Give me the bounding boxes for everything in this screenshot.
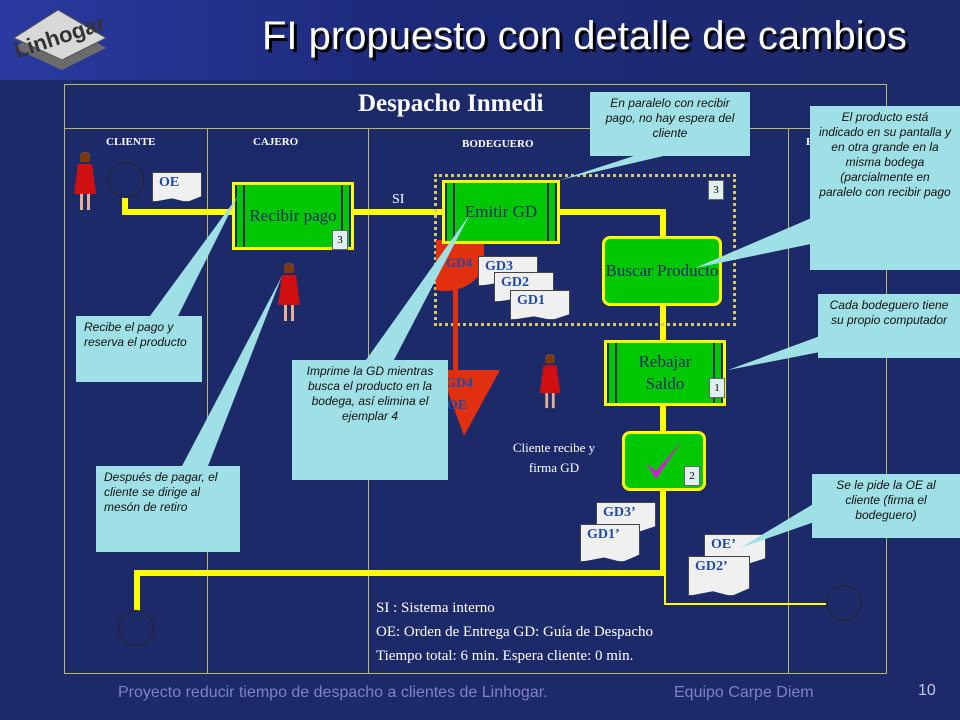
flow-line-right-connector bbox=[664, 576, 666, 605]
end-event-circle-right bbox=[826, 585, 862, 621]
callout-paralelo: En paralelo con recibir pago, no hay esp… bbox=[590, 92, 750, 156]
step-emitir-gd: Emitir GD bbox=[442, 180, 560, 244]
lane-cliente: CLIENTE bbox=[106, 136, 156, 148]
doc-gd4: GD4 bbox=[446, 255, 472, 270]
flow-line-down-1 bbox=[660, 209, 666, 239]
step-buscar-producto: Buscar Producto bbox=[602, 236, 722, 306]
parallel-group-outline bbox=[434, 174, 736, 326]
flow-label-si: SI bbox=[392, 192, 405, 207]
lane-divider-1 bbox=[207, 128, 208, 674]
flow-line-bottom bbox=[134, 570, 666, 576]
callout-recibe-pago: Recibe el pago y reserva el producto bbox=[76, 316, 202, 382]
woman-figure-icon bbox=[539, 354, 561, 409]
page-number: 10 bbox=[918, 682, 936, 699]
woman-figure-icon bbox=[278, 263, 300, 321]
flow-line-to-pago bbox=[122, 209, 236, 215]
end-event-circle bbox=[118, 610, 154, 646]
step-emitir-gd-label: Emitir GD bbox=[464, 202, 538, 221]
start-event-circle bbox=[108, 162, 144, 198]
step-rebajar-saldo: Rebajar Saldo bbox=[604, 340, 726, 406]
legend-line-2: OE: Orden de Entrega GD: Guía de Despach… bbox=[376, 624, 653, 640]
slide-title: FI propuesto con detalle de cambios bbox=[262, 14, 907, 58]
lane-right-partial: F bbox=[806, 136, 813, 148]
lane-bodeguero: BODEGUERO bbox=[462, 138, 534, 150]
time-emitir-gd: 3 bbox=[708, 180, 724, 200]
diagram-subtitle: Despacho Inmedi bbox=[358, 90, 544, 117]
time-check: 2 bbox=[684, 466, 700, 486]
woman-figure-icon bbox=[74, 152, 96, 210]
step-buscar-producto-label: Buscar Producto bbox=[605, 261, 719, 280]
triangle-gd4-label: GD4 bbox=[445, 376, 473, 391]
footer-team: Equipo Carpe Diem bbox=[674, 684, 814, 701]
footer-project: Proyecto reducir tiempo de despacho a cl… bbox=[118, 684, 548, 701]
lane-divider-3 bbox=[788, 128, 789, 674]
doc-gd3-prime: GD3’ bbox=[596, 502, 656, 532]
diagram-frame bbox=[64, 84, 887, 674]
flow-line-pago-to-gd bbox=[352, 209, 446, 215]
cliente-recibe-label: Cliente recibe y firma GD bbox=[512, 440, 596, 475]
legend-line-1: SI : Sistema interno bbox=[376, 600, 495, 616]
triangle-oe-label: OE bbox=[447, 398, 468, 413]
flow-line-to-end-right bbox=[664, 603, 828, 605]
lane-header-divider bbox=[64, 128, 887, 129]
callout-oe-cliente: Se le pide la OE al cliente (firma el bo… bbox=[812, 474, 960, 538]
callout-imprime-gd: Imprime la GD mientras busca el producto… bbox=[292, 360, 448, 480]
flow-line-down-4 bbox=[660, 488, 666, 576]
callout-despues-pagar: Después de pagar, el cliente se dirige a… bbox=[96, 466, 240, 552]
flow-line-start-down bbox=[122, 194, 128, 214]
doc-gd1: GD1 bbox=[510, 290, 570, 320]
flow-line-gd-right bbox=[558, 209, 666, 215]
doc-gd1-prime: GD1’ bbox=[580, 524, 640, 562]
step-recibir-pago-label: Recibir pago bbox=[249, 206, 337, 225]
step-check bbox=[622, 431, 706, 491]
flow-line-end-down bbox=[134, 570, 140, 612]
header-bar bbox=[0, 0, 960, 80]
lane-cajero: CAJERO bbox=[253, 136, 299, 148]
time-rebajar-saldo: 1 bbox=[709, 378, 725, 398]
callout-cada-bodeguero: Cada bodeguero tiene su propio computado… bbox=[818, 294, 960, 358]
flow-line-down-3 bbox=[660, 404, 666, 434]
legend-line-3: Tiempo total: 6 min. Espera cliente: 0 m… bbox=[376, 648, 634, 664]
linhogar-logo: Linhogar bbox=[11, 9, 109, 70]
step-rebajar-saldo-label: Rebajar Saldo bbox=[638, 352, 692, 393]
time-recibir-pago: 3 bbox=[332, 230, 348, 250]
callout-producto-indicado: El producto está indicado en su pantalla… bbox=[810, 106, 960, 270]
